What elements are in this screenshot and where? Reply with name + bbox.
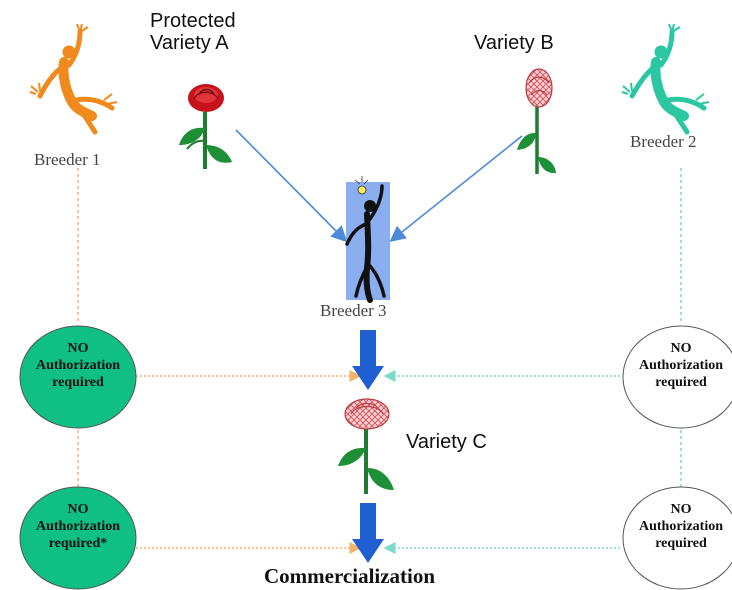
variety-a-rose-icon [179,84,232,169]
protected-variety-a-label: Protected Variety A [150,10,236,55]
authorization-left-bottom: NO Authorization required* [36,502,120,551]
breeder-1-figure [29,23,118,135]
variety-to-breeder3-arrows [235,129,523,243]
authorization-left-top: NO Authorization required [36,341,120,390]
variety-b-rose-icon [517,68,556,174]
variety-c-rose-icon [338,398,394,494]
authorization-right-top: NO Authorization required [639,341,723,390]
dashed-connectors [77,168,682,554]
authorization-right-bottom: NO Authorization required [639,502,723,551]
variety-c-label: Variety C [406,431,487,453]
variety-b-label: Variety B [474,32,554,54]
breeder-3-figure [345,176,390,303]
authorization-ellipses [19,325,732,590]
breeder-2-label: Breeder 2 [630,132,697,151]
commercialization-label: Commercialization [264,564,436,588]
breeder-2-figure [621,23,710,135]
breeder-3-label: Breeder 3 [320,301,387,320]
big-down-arrows [352,330,384,563]
breeder-1-label: Breeder 1 [34,150,101,169]
